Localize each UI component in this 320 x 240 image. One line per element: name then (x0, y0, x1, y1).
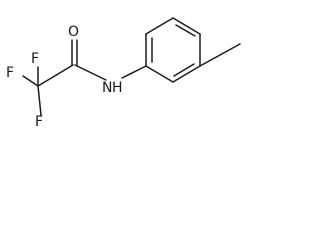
structural-formula: F F F O N H (6, 17, 241, 130)
bond-carbonyl-nitrogen (74, 64, 107, 81)
atom-label-f-top: F (31, 51, 39, 67)
bond-c-f-bottom (37, 85, 42, 116)
bond-c-f-left (22, 75, 39, 87)
ring-bond-5 (172, 65, 201, 83)
atom-label-f-bottom: F (35, 114, 43, 130)
ring-bond-6 (145, 65, 174, 83)
atom-label-f-left: F (6, 65, 14, 81)
ring-bond-3 (172, 17, 201, 35)
bond-nitrogen-ring (121, 65, 147, 79)
ring-inner-bond-3 (173, 63, 195, 77)
ring-inner-bond-2 (175, 24, 196, 37)
ring-bond-2 (145, 17, 174, 35)
atom-label-hydrogen: H (112, 80, 123, 96)
bond-methyl (199, 43, 241, 67)
atom-label-oxygen: O (68, 24, 79, 40)
bond-cf3-carbonyl (37, 64, 74, 87)
atom-label-nitrogen: N (102, 80, 112, 96)
